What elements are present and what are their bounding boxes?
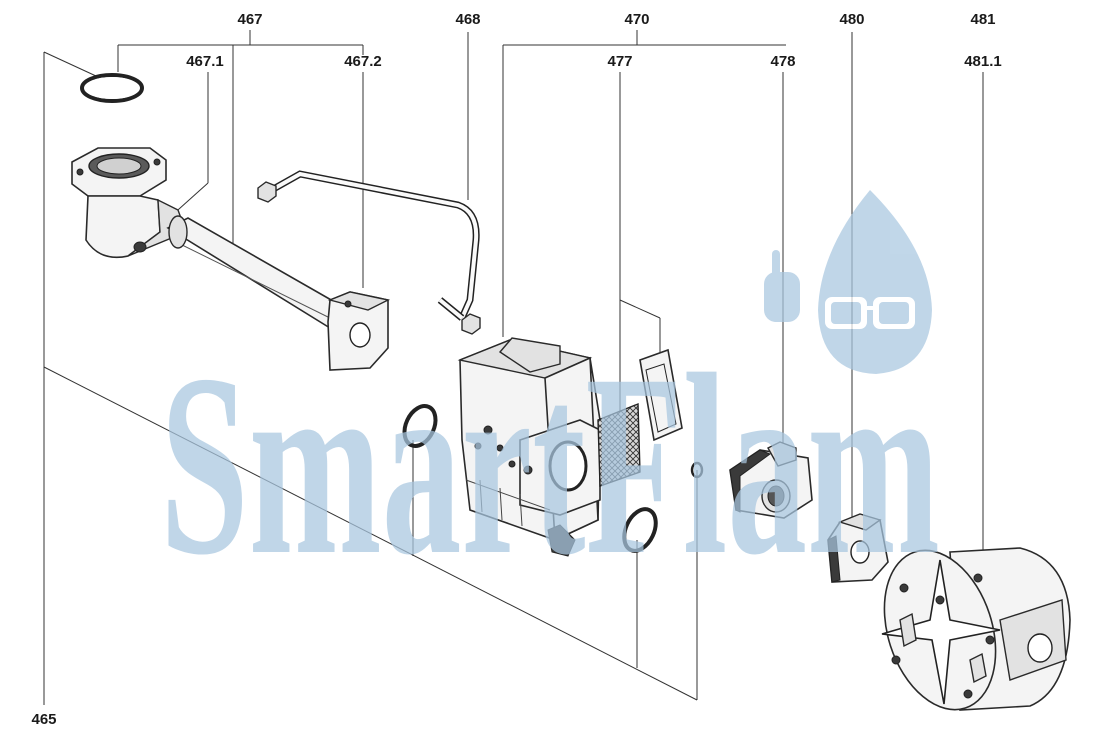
elbow-pipe-467-1 [71, 147, 187, 259]
bracket-467-2 [327, 291, 391, 371]
label-470: 470 [624, 11, 649, 28]
flame-with-glasses-icon [764, 190, 932, 374]
o-ring-467 [80, 73, 144, 103]
housing-481 [881, 547, 1071, 711]
pressure-switch-478 [729, 441, 813, 519]
part-labels: 467 467.1 467.2 468 470 477 478 480 481 … [31, 11, 1001, 728]
label-465: 465 [31, 711, 56, 728]
label-481-1: 481.1 [964, 53, 1002, 70]
label-467: 467 [237, 11, 262, 28]
label-467-1: 467.1 [186, 53, 224, 70]
filter-mesh-477 [597, 402, 641, 487]
label-468: 468 [455, 11, 480, 28]
o-ring-left [402, 404, 438, 448]
label-481: 481 [970, 11, 995, 28]
brand-watermark: SmartFlam [160, 190, 940, 609]
gas-valve-470 [457, 337, 601, 557]
bracket-480 [827, 513, 889, 583]
gasket-plate [639, 348, 683, 442]
watermark-text: SmartFlam [160, 321, 940, 609]
o-ring-lower [622, 507, 658, 553]
bent-tube-468 [257, 170, 481, 335]
label-467-2: 467.2 [344, 53, 382, 70]
label-478: 478 [770, 53, 795, 70]
label-477: 477 [607, 53, 632, 70]
o-ring-small [690, 461, 704, 479]
straight-pipe-467 [166, 215, 342, 330]
label-480: 480 [839, 11, 864, 28]
